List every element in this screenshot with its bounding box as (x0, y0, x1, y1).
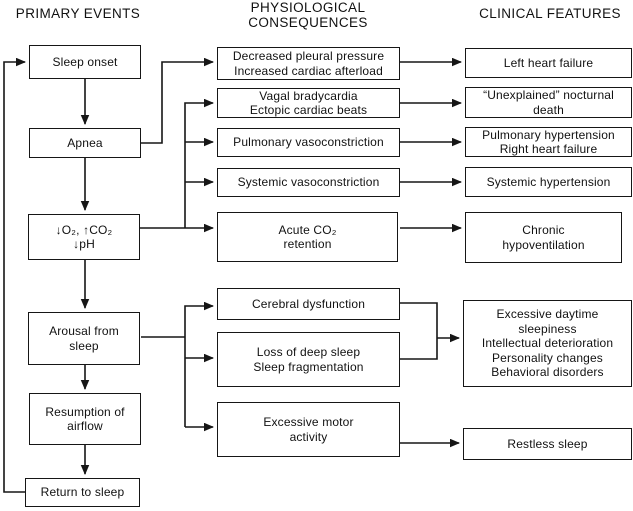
box-chronic-hypoventilation: Chronic hypoventilation (465, 212, 622, 263)
box-resumption-line1: Resumption of (45, 404, 125, 419)
heading-physiological-line2: CONSEQUENCES (248, 15, 368, 30)
box-left-heart-failure: Left heart failure (465, 48, 632, 78)
box-chronic-line2: hypoventilation (502, 237, 585, 252)
box-blood-gas-changes: ↓O₂, ↑CO₂ ↓pH (28, 214, 140, 260)
box-pleural-pressure: Decreased pleural pressure Increased car… (217, 47, 400, 80)
heading-primary-events: PRIMARY EVENTS (15, 6, 141, 21)
box-pulmonary-vasoconstriction: Pulmonary vasoconstriction (217, 128, 400, 157)
box-resumption-line2: airflow (67, 419, 103, 433)
box-blood-gas-line2: ↓pH (73, 237, 95, 251)
box-daytime-sleepiness-group: Excessive daytime sleepiness Intellectua… (463, 300, 632, 387)
box-resumption-of-airflow: Resumption of airflow (29, 393, 141, 445)
box-unexplained-line1: “Unexplained” nocturnal (483, 88, 614, 102)
box-restless-label: Restless sleep (507, 436, 588, 451)
box-loss-of-deep-sleep: Loss of deep sleep Sleep fragmentation (217, 332, 400, 387)
box-arousal-from-sleep: Arousal from sleep (28, 312, 140, 365)
box-unexplained-nocturnal-death: “Unexplained” nocturnal death (465, 87, 632, 118)
box-acute-co2-line1: Acute CO₂ (278, 222, 337, 237)
box-motor-line2: activity (289, 429, 328, 444)
box-apnea-label: Apnea (67, 135, 103, 150)
box-loss-deep-line2: Sleep fragmentation (253, 359, 364, 374)
box-blood-gas-line1: ↓O₂, ↑CO₂ (55, 222, 113, 237)
box-chronic-line1: Chronic (522, 223, 565, 237)
box-sleep-onset: Sleep onset (29, 45, 141, 79)
box-cerebral-label: Cerebral dysfunction (251, 296, 366, 311)
box-restless-sleep: Restless sleep (463, 428, 632, 460)
box-excessive-motor-activity: Excessive motor activity (217, 402, 400, 457)
box-pleural-line1: Decreased pleural pressure (232, 49, 385, 63)
box-unexplained-line2: death (533, 102, 564, 117)
box-left-heart-label: Left heart failure (503, 55, 594, 70)
box-loss-deep-line1: Loss of deep sleep (256, 345, 361, 359)
box-daytime-line5: Behavioral disorders (491, 365, 604, 380)
box-systemic-hypertension: Systemic hypertension (465, 167, 632, 197)
box-daytime-line3: Intellectual deterioration (481, 336, 614, 351)
box-daytime-line1: Excessive daytime (496, 307, 599, 322)
box-vagal-bradycardia: Vagal bradycardia Ectopic cardiac beats (217, 88, 400, 118)
box-sleep-onset-label: Sleep onset (52, 54, 118, 69)
box-return-to-sleep-label: Return to sleep (40, 485, 125, 500)
heading-clinical-features: CLINICAL FEATURES (479, 6, 621, 21)
box-arousal-line2: sleep (69, 338, 99, 353)
box-daytime-line4: Personality changes (492, 350, 603, 365)
box-daytime-line2: sleepiness (518, 321, 577, 336)
box-systemic-ht-label: Systemic hypertension (486, 174, 611, 189)
box-acute-co2-retention: Acute CO₂ retention (217, 212, 398, 262)
box-pulmonary-ht-line1: Pulmonary hypertension (482, 127, 615, 142)
box-cerebral-dysfunction: Cerebral dysfunction (217, 288, 400, 320)
box-pleural-line2: Increased cardiac afterload (234, 63, 383, 78)
box-acute-co2-line2: retention (283, 237, 332, 251)
box-return-to-sleep: Return to sleep (25, 478, 140, 507)
box-pulmonary-vaso-label: Pulmonary vasoconstriction (233, 135, 384, 150)
box-systemic-vasoconstriction: Systemic vasoconstriction (217, 168, 400, 197)
box-motor-line1: Excessive motor (263, 415, 354, 429)
box-systemic-vaso-label: Systemic vasoconstriction (237, 175, 380, 190)
heading-physiological-consequences: PHYSIOLOGICAL CONSEQUENCES (216, 0, 400, 30)
box-arousal-line1: Arousal from (49, 324, 119, 338)
box-vagal-line1: Vagal bradycardia (259, 88, 358, 103)
box-pulmonary-ht-line2: Right heart failure (499, 142, 598, 156)
box-apnea: Apnea (29, 128, 141, 158)
heading-physiological-line1: PHYSIOLOGICAL (250, 0, 366, 15)
box-vagal-line2: Ectopic cardiac beats (249, 103, 368, 117)
box-pulmonary-hypertension: Pulmonary hypertension Right heart failu… (465, 127, 632, 157)
